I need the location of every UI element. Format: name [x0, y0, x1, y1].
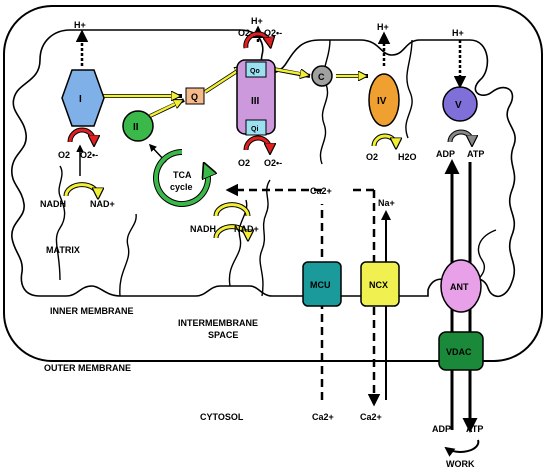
intermembrane-space-label: SPACE [208, 330, 238, 340]
ros-arrow-iii-top-fill [244, 32, 270, 48]
complex-v [442, 86, 478, 122]
tca-cycle-ring-fill [154, 150, 208, 206]
superoxide-label-iii-top: O2•- [264, 28, 282, 38]
complex-iv-label: IV [377, 96, 387, 107]
intermembrane-label: INTERMEMBRANE [178, 318, 258, 328]
atp-synthesis-arrow-fill [448, 130, 472, 142]
work-label: WORK [446, 459, 475, 469]
complex-iv [368, 73, 400, 127]
nadh-cycle-tca-fill [214, 225, 248, 238]
crista-fold [259, 179, 271, 297]
o2-label-i: O2 [58, 150, 70, 160]
vdac-channel [438, 331, 484, 371]
ros-arrow-iii-bottom-fill [244, 136, 270, 150]
h2o-label: H2O [398, 152, 417, 162]
calcium-label-cytosol-2: Ca2+ [360, 412, 382, 422]
qo-label: Qo [250, 68, 260, 75]
inner-membrane [11, 29, 516, 299]
h-plus-label-iv: H+ [377, 22, 389, 32]
o2-label-iv: O2 [366, 152, 378, 162]
nad-plus-label-tca: NAD+ [234, 224, 259, 234]
calcium-label-cytosol-1: Ca2+ [312, 412, 334, 422]
crista-fold [319, 39, 331, 165]
o2-label-iii-bottom: O2 [238, 158, 250, 168]
ant-transporter [440, 259, 482, 313]
o2-to-water-arrow-fill [372, 134, 396, 146]
atp-label-cytosol: ATP [466, 424, 483, 434]
crista-fold [119, 213, 137, 297]
qo-site [245, 61, 267, 78]
mcu-channel [302, 261, 342, 307]
nadh-label-tca: NADH [190, 224, 216, 234]
ubiquinone-q [185, 87, 205, 105]
q-label: Q [191, 92, 198, 102]
superoxide-label-iii-bottom: O2•- [264, 158, 282, 168]
complex-ii-label: II [133, 122, 139, 133]
work-cycle-arrow [444, 439, 480, 457]
h-plus-label-iii: H+ [251, 16, 263, 26]
ant-label: ANT [450, 282, 469, 292]
adp-label-v: ADP [436, 149, 455, 159]
h-plus-label-i: H+ [74, 20, 86, 30]
ncx-exchanger [360, 261, 400, 307]
complex-ii [122, 110, 154, 142]
matrix-label: MATRIX [46, 245, 80, 255]
h-plus-label-v: H+ [452, 28, 464, 38]
cytochrome-c [311, 65, 333, 87]
superoxide-label-i: O2•- [80, 150, 98, 160]
complex-v-label: V [455, 100, 462, 111]
electron-arrow-q-to-iii-fill [204, 68, 242, 94]
adp-label-cytosol: ADP [432, 424, 451, 434]
nadh-cycle-i-fill [64, 183, 98, 196]
nad-plus-label-i: NAD+ [90, 199, 115, 209]
calcium-label-matrix: Ca2+ [310, 186, 332, 196]
nadh-label-i: NADH [40, 199, 66, 209]
cytosol-label: CYTOSOL [200, 412, 244, 422]
mcu-label: MCU [310, 280, 331, 290]
o2-label-iii-top: O2 [238, 28, 250, 38]
crista-fold [405, 39, 413, 139]
qi-site [245, 119, 267, 136]
qi-label: Qi [251, 126, 258, 133]
sodium-label: Na+ [378, 198, 395, 208]
crista-fold [55, 165, 66, 281]
complex-iii-label: III [251, 96, 260, 107]
outer-membrane [3, 5, 543, 362]
ncx-label: NCX [369, 280, 388, 290]
outer-membrane-label: OUTER MEMBRANE [44, 363, 131, 373]
cytochrome-c-label: C [318, 72, 325, 82]
atp-label-v: ATP [467, 149, 484, 159]
crista-fold [228, 199, 248, 287]
vdac-label: VDAC [446, 347, 472, 357]
complex-i-label: I [79, 94, 82, 105]
electron-arrow-ii-to-q-fill [149, 101, 181, 118]
tca-label: TCA [173, 170, 192, 180]
complex-i [61, 69, 105, 127]
nadh-cycle-tca-top-fill [214, 203, 250, 217]
ros-arrow-i-fill [68, 128, 94, 142]
inner-membrane-label: INNER MEMBRANE [50, 306, 134, 316]
tca-cycle-label: cycle [170, 182, 193, 192]
